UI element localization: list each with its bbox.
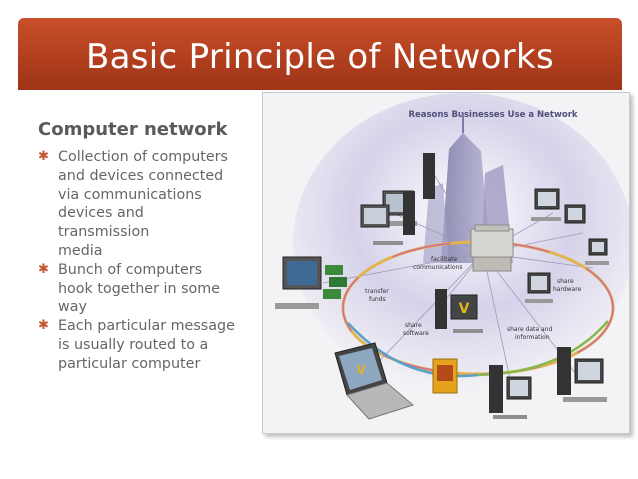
- label-transfer: transfer: [365, 288, 389, 295]
- label-share-software-2: software: [403, 330, 429, 337]
- bullet-line: way: [58, 299, 87, 316]
- label-share-data-1: share data and: [507, 326, 552, 333]
- ring-pink: [342, 241, 614, 375]
- bullet-line: is usually routed to a: [58, 336, 209, 353]
- bullet-item: ✱ Bunch of computers hook together in so…: [38, 261, 252, 317]
- bullet-line: hook together in some: [58, 280, 220, 297]
- bullet-item: ✱ Collection of computers and devices co…: [38, 148, 252, 261]
- figure-caption: Reasons Businesses Use a Network: [408, 110, 577, 120]
- label-share-hardware-1: share: [557, 278, 574, 285]
- printer-icon: [470, 224, 514, 272]
- label-share-software-1: share: [405, 322, 422, 329]
- bullet-line: via communications: [58, 186, 202, 203]
- section-heading: Computer network: [38, 119, 228, 140]
- label-facilitate: facilitate: [431, 256, 457, 263]
- laptop-icon: V: [334, 342, 415, 420]
- label-share-hardware-2: hardware: [553, 286, 582, 293]
- title-bar: Basic Principle of Networks: [18, 18, 622, 90]
- asterisk-bullet-icon: ✱: [38, 261, 49, 277]
- desktop-computer-icon: [275, 256, 322, 309]
- label-share-data-2: information: [515, 334, 550, 341]
- keyboard-icon: [373, 241, 527, 419]
- network-diagram-svg: Reasons Businesses Use a Network: [263, 93, 629, 433]
- money-icon: [323, 265, 347, 299]
- svg-text:V: V: [459, 301, 470, 317]
- desktop-computer-icon: V: [435, 289, 478, 329]
- bullet-line: Collection of computers: [58, 149, 228, 165]
- network-illustration: Reasons Businesses Use a Network: [262, 92, 630, 434]
- desktop-computer-icon: [525, 272, 553, 303]
- bullet-line: transmission: [58, 224, 150, 241]
- bullet-line: Bunch of computers: [58, 261, 203, 278]
- asterisk-bullet-icon: ✱: [38, 318, 49, 334]
- bullet-line: particular computer: [58, 355, 201, 372]
- svg-text:V: V: [356, 363, 366, 377]
- desktop-computer-icon: [531, 188, 561, 221]
- slide-title: Basic Principle of Networks: [86, 37, 554, 77]
- desktop-computer-icon: [585, 238, 609, 265]
- bullet-line: devices and: [58, 205, 144, 222]
- bullet-line: media: [58, 242, 103, 259]
- label-funds: funds: [369, 296, 386, 303]
- asterisk-bullet-icon: ✱: [38, 149, 49, 164]
- desktop-computer-icon: [564, 204, 586, 224]
- software-box-icon: [432, 358, 458, 394]
- desktop-computer-icon: [557, 347, 607, 402]
- label-communications: communications: [413, 264, 463, 271]
- ring-blue-arc: [347, 322, 479, 378]
- bullet-line: and devices connected: [58, 167, 224, 184]
- bullet-list: ✱ Collection of computers and devices co…: [38, 148, 252, 374]
- bullet-item: ✱ Each particular message is usually rou…: [38, 317, 252, 373]
- bullet-line: Each particular message: [58, 318, 235, 335]
- desktop-computer-icon: [360, 191, 415, 235]
- desktop-computer-icon: [489, 365, 532, 413]
